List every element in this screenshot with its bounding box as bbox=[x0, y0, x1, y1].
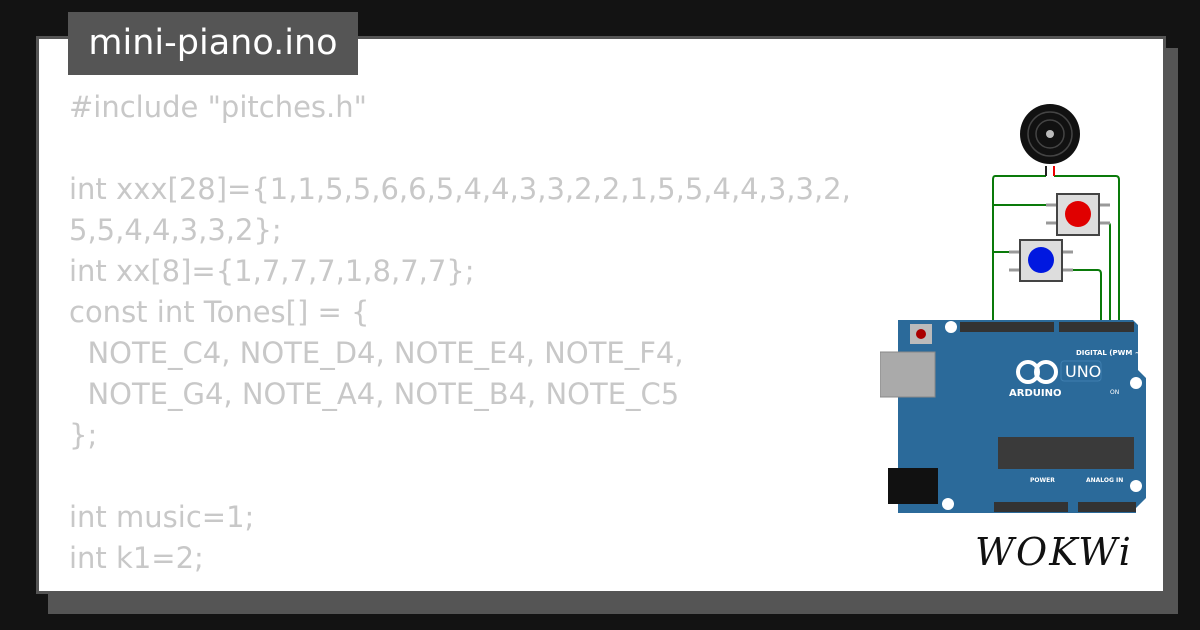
code-preview: #include "pitches.h" int xxx[28]={1,1,5,5… bbox=[69, 87, 869, 579]
wire-buzzer-pin1 bbox=[1054, 175, 1120, 326]
header-top-left bbox=[960, 322, 1054, 332]
code-line: #include "pitches.h" bbox=[69, 90, 367, 124]
code-line: int music=1; bbox=[69, 500, 255, 534]
code-line bbox=[69, 456, 869, 497]
blue-pushbutton-icon bbox=[1009, 239, 1073, 282]
buzzer-icon bbox=[1020, 104, 1080, 176]
wokwi-logo: WOKWi bbox=[975, 530, 1133, 574]
code-line bbox=[69, 128, 869, 169]
header-analog bbox=[1078, 502, 1136, 512]
circuit-diagram: DIGITAL (PWM ~) ARDUINO UNO ON POWER ANA… bbox=[880, 104, 1146, 513]
arduino-uno-board: DIGITAL (PWM ~) ARDUINO UNO ON POWER ANA… bbox=[880, 320, 1146, 513]
code-line: int xx[8]={1,7,7,7,1,8,7,7}; bbox=[69, 254, 475, 288]
code-line: NOTE_C4, NOTE_D4, NOTE_E4, NOTE_F4, bbox=[69, 336, 684, 370]
red-pushbutton-icon bbox=[1046, 193, 1110, 236]
code-line: int k1=2; bbox=[69, 541, 204, 575]
wires bbox=[992, 175, 1120, 326]
usb-port bbox=[880, 351, 936, 398]
wire-red-pin2 bbox=[1107, 222, 1111, 326]
wire-gnd bbox=[992, 175, 1046, 326]
model-label: UNO bbox=[1065, 362, 1101, 381]
code-line: NOTE_G4, NOTE_A4, NOTE_B4, NOTE_C5 bbox=[69, 377, 680, 411]
brand-label: ARDUINO bbox=[1009, 388, 1061, 399]
code-line: const int Tones[] = { bbox=[69, 295, 370, 329]
code-line: int xxx[28]={1,1,5,5,6,6,5,4,4,3,3,2,2,1… bbox=[69, 172, 851, 247]
header-top-right bbox=[1059, 322, 1134, 332]
wire-blue-pin3 bbox=[1072, 269, 1102, 326]
analog-label: ANALOG IN bbox=[1086, 477, 1123, 484]
atmega-chip bbox=[998, 437, 1134, 469]
project-title: mini-piano.ino bbox=[68, 12, 358, 75]
digital-label: DIGITAL (PWM ~) bbox=[1076, 349, 1144, 357]
header-power bbox=[994, 502, 1068, 512]
power-jack bbox=[888, 468, 938, 504]
arduino-logo-icon bbox=[1034, 360, 1058, 384]
code-line: }; bbox=[69, 418, 98, 452]
power-label: POWER bbox=[1030, 477, 1055, 484]
on-label: ON bbox=[1110, 389, 1119, 396]
